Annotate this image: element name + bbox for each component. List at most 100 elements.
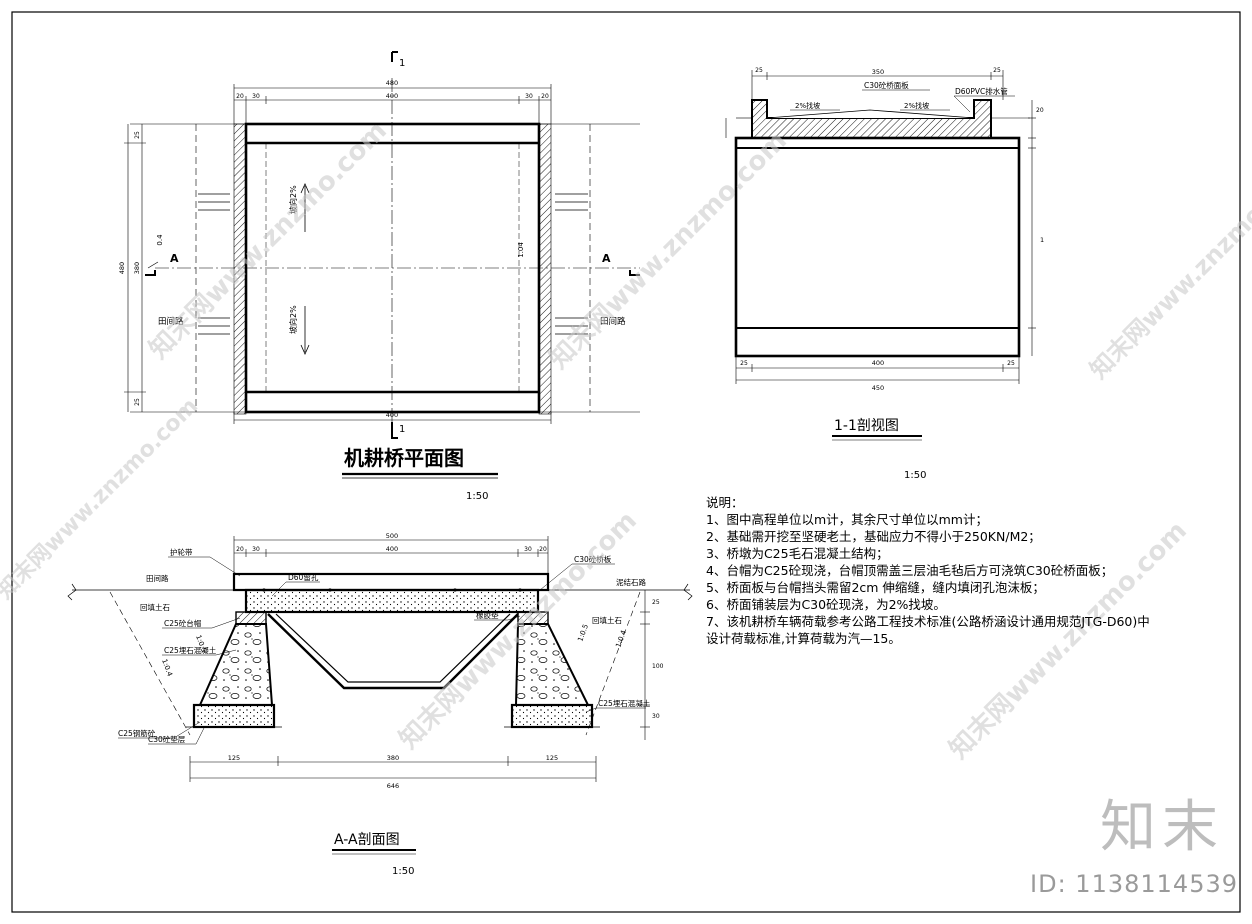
watermark-2: 知末网www.znzmo.com [544, 126, 793, 375]
notes-item-2: 2、基础需开挖至坚硬老土，基础应力不得小于250KN/M2； [706, 529, 1041, 544]
aa-slope-small-right: 1:0.5 [576, 623, 590, 643]
plan-dim-edge-a2: 20 [541, 93, 549, 100]
aa-pier-left [198, 623, 274, 706]
plan-dim-edge-a: 20 [236, 93, 244, 100]
aa-dim-edge-b: 30 [252, 546, 260, 553]
brand-logo: 知末 [1100, 795, 1224, 860]
notes-item-3: 3、桥墩为C25毛石混凝土结构； [706, 546, 889, 561]
s11-slope-right: 2%找坡 [904, 101, 929, 110]
aa-dim-edge-a: 20 [236, 546, 244, 553]
aa-label-fill-left: 回填土石 [140, 602, 170, 612]
aa-dim-bottom-mid: 380 [387, 754, 399, 762]
aa-dim-bottom-total: 646 [387, 782, 399, 790]
aa-label-rubber: 橡胶垫 [476, 610, 499, 620]
s11-body [734, 136, 1021, 358]
aa-dim-top-inner: 400 [386, 545, 398, 553]
watermark-3: 知末网www.znzmo.com [1084, 154, 1252, 384]
plan-dim-top-inner: 400 [386, 92, 398, 100]
sheet-border [11, 11, 1241, 913]
aa-label-road-left: 田间路 [146, 573, 169, 583]
aa-dim-right-a: 25 [652, 599, 660, 606]
s11-label-pipe: D60PVC排水管 [955, 86, 1008, 96]
notes-item-4: 4、台帽为C25砼现浇，台帽顶需盖三层油毛毡后方可浇筑C30砼桥面板； [706, 563, 1114, 578]
aa-scale: 1:50 [392, 866, 414, 877]
plan-dim-top-outer: 480 [386, 79, 398, 87]
plan-road-left: 田间路 [158, 316, 184, 327]
notes-heading: 说明： [706, 495, 744, 510]
aa-slope-right: 1:0.4 [614, 629, 628, 649]
s11-dim-edge-br: 25 [1007, 360, 1015, 367]
s11-title: 1-1剖视图 [834, 418, 899, 434]
notes-item-8: 设计荷载标准,计算荷载为汽—15。 [706, 631, 901, 646]
plan-dim-edge-b2: 30 [525, 93, 533, 100]
plan-view: 坡向2% 坡向2% 480 400 20 30 30 20 400 480 38… [118, 51, 640, 502]
aa-label-cap: C25砼台帽 [164, 618, 201, 628]
s11-deck-slab [751, 99, 992, 139]
s11-dim-side: 20 [1036, 107, 1044, 114]
s11-dim-edge-right: 25 [993, 67, 1001, 74]
s11-dim-top: 350 [872, 68, 884, 76]
aa-dim-right-b: 100 [652, 663, 664, 670]
aa-label-pier-left: C25埋石混凝土 [164, 645, 217, 655]
section-a-a: 500 400 20 30 30 20 125 380 125 646 25 1… [67, 532, 693, 877]
aa-label-guard: 护轮带 [170, 547, 193, 557]
aa-dim-right-c: 30 [652, 713, 660, 720]
plan-dim-left: 0.4 [156, 234, 164, 246]
design-notes: 说明： 1、图中高程单位以m计，其余尺寸单位以mm计； 2、基础需开挖至坚硬老土… [706, 494, 1226, 647]
aa-label-fill-right: 回填土石 [592, 615, 622, 625]
s11-dim-edge-bl: 25 [740, 360, 748, 367]
plan-abutment-right [538, 123, 552, 415]
aa-dim-bottom-right: 125 [546, 754, 558, 762]
aa-slope-left: 1:0.4 [160, 658, 174, 678]
aa-dim-edge-a2: 20 [539, 546, 547, 553]
plan-dim-right: 1.04 [517, 242, 525, 258]
plan-section-1-top: 1 [399, 58, 405, 69]
aa-dim-edge-b2: 30 [524, 546, 532, 553]
notes-item-6: 6、桥面铺装层为C30砼现浇，为2%找坡。 [706, 597, 946, 612]
plan-slope-lower: 坡向2% [288, 305, 298, 334]
plan-dim-bottom: 400 [386, 411, 398, 419]
notes-item-7: 7、该机耕桥车辆荷载参考公路工程技术标准(公路桥涵设计通用规范JTG-D60)中 [706, 614, 1150, 629]
aa-label-pipe: D60留孔 [288, 572, 319, 582]
aa-footing-right [510, 703, 594, 729]
plan-road-right: 田间路 [600, 316, 626, 327]
aa-dim-top-outer: 500 [386, 532, 398, 540]
plan-dim-side-small-top: 25 [134, 131, 141, 139]
aa-label-deck: C30砼桥板 [574, 554, 612, 564]
plan-slope-upper: 坡向2% [288, 185, 298, 214]
plan-section-a-right: A [602, 252, 611, 265]
notes-item-5: 5、桥面板与台帽挡头需留2cm 伸缩缝，缝内填闭孔泡沫板； [706, 580, 1045, 595]
watermark-1: 知末网www.znzmo.com [144, 116, 393, 365]
aa-label-base-left: C25钢筋砼 [118, 728, 156, 738]
plan-dim-side-inner: 380 [133, 262, 141, 274]
aa-label-pier-right: C25埋石混凝土 [598, 698, 651, 708]
aa-deck-slab [244, 588, 540, 614]
s11-dim-bottom-inner: 400 [872, 359, 884, 367]
plan-section-1-bottom: 1 [399, 424, 405, 435]
watermark-layer: 知末网www.znzmo.com 知末网www.znzmo.com 知末网www… [0, 116, 1252, 765]
notes-item-1: 1、图中高程单位以m计，其余尺寸单位以mm计； [706, 512, 988, 527]
aa-dim-bottom-left: 125 [228, 754, 240, 762]
s11-dim-bottom-outer: 450 [872, 384, 884, 392]
plan-dim-side-total: 480 [118, 262, 126, 274]
s11-dim-height: 1 [1040, 236, 1044, 244]
watermark-6: 知末网www.znzmo.com [0, 393, 203, 604]
s11-scale: 1:50 [904, 470, 926, 481]
plan-dim-edge-b: 30 [252, 93, 260, 100]
document-id: ID: 1138114539 [1030, 870, 1238, 898]
aa-footing-left [192, 703, 276, 729]
plan-dim-side-small-bot: 25 [134, 398, 141, 406]
aa-label-base-left2: C30砼垫层 [148, 734, 186, 744]
aa-title: A-A剖面图 [334, 832, 400, 848]
s11-slope-left: 2%找坡 [795, 101, 820, 110]
s11-dim-edge-left: 25 [755, 67, 763, 74]
s11-label-deck: C30砼桥面板 [864, 80, 909, 90]
aa-label-road-right: 泥结石路 [616, 577, 646, 587]
plan-scale: 1:50 [466, 491, 488, 502]
plan-title: 机耕桥平面图 [344, 446, 464, 470]
aa-cap-left [235, 611, 267, 625]
plan-section-a-left: A [170, 252, 179, 265]
aa-guard-slab [232, 572, 550, 592]
section-1-1: 350 25 25 400 450 25 25 1 20 C30砼桥面板 D60… [725, 67, 1044, 481]
